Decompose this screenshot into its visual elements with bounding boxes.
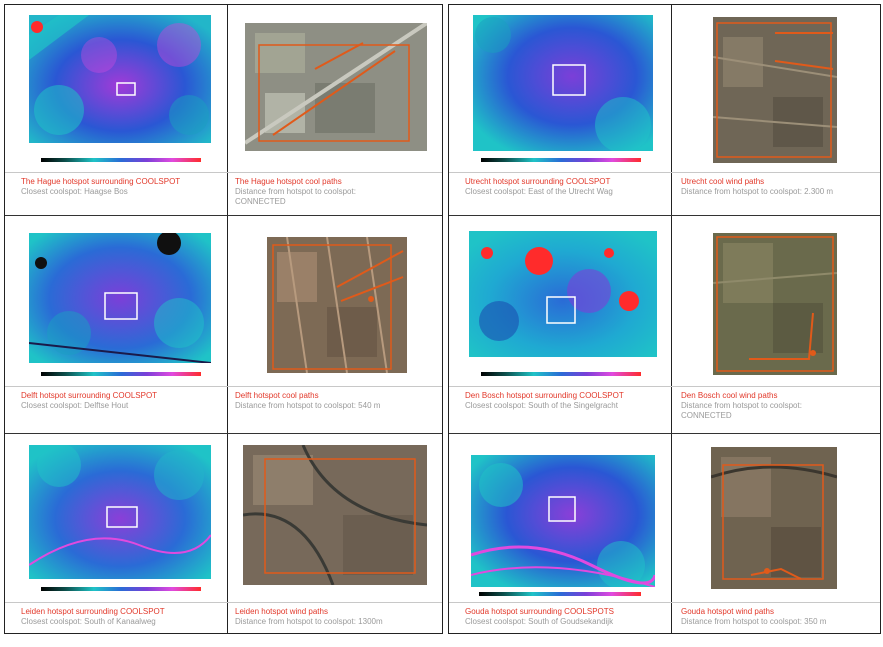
thermal-color-scale <box>41 372 201 376</box>
caption-title: Gouda hotspot wind paths <box>681 607 774 616</box>
row-separator <box>449 215 880 216</box>
caption-title: Leiden hotspot wind paths <box>235 607 328 616</box>
caption-gouda-hotspot: Gouda hotspot surrounding COOLSPOTS Clos… <box>465 607 614 627</box>
caption-subtitle: Closest coolspot: South of the Singelgra… <box>465 401 618 410</box>
caption-title: Delft hotspot cool paths <box>235 391 319 400</box>
caption-utrecht-hotspot: Utrecht hotspot surrounding COOLSPOT Clo… <box>465 177 613 197</box>
caption-delft-paths: Delft hotspot cool paths Distance from h… <box>235 391 380 411</box>
row-separator <box>449 433 880 434</box>
caption-subtitle: Distance from hotspot to coolspot: 540 m <box>235 401 381 410</box>
aerial-map-utrecht <box>713 17 837 163</box>
caption-title: Den Bosch cool wind paths <box>681 391 778 400</box>
caption-title: Den Bosch hotspot surrounding COOLSPOT <box>465 391 624 400</box>
column-divider <box>671 5 672 633</box>
column-divider <box>227 5 228 633</box>
caption-subtitle: CONNECTED <box>235 197 286 206</box>
row-separator <box>449 386 880 387</box>
caption-leiden-hotspot: Leiden hotspot surrounding COOLSPOT Clos… <box>21 607 165 627</box>
row-separator <box>449 602 880 603</box>
thermal-color-scale <box>479 592 641 596</box>
caption-subtitle: CONNECTED <box>681 411 732 420</box>
caption-utrecht-paths: Utrecht cool wind paths Distance from ho… <box>681 177 833 197</box>
caption-subtitle: Distance from hotspot to coolspot: 350 m <box>681 617 827 626</box>
aerial-map-gouda <box>711 447 837 589</box>
row-separator <box>5 386 442 387</box>
aerial-map-leiden <box>243 445 427 585</box>
caption-title: The Hague hotspot cool paths <box>235 177 342 186</box>
caption-delft-hotspot: Delft hotspot surrounding COOLSPOT Close… <box>21 391 157 411</box>
thermal-map-leiden <box>29 445 211 579</box>
row-separator <box>5 172 442 173</box>
caption-subtitle: Closest coolspot: Delftse Hout <box>21 401 129 410</box>
caption-den-bosch-hotspot: Den Bosch hotspot surrounding COOLSPOT C… <box>465 391 624 411</box>
right-panel: Utrecht hotspot surrounding COOLSPOT Clo… <box>448 4 881 634</box>
thermal-map-delft <box>29 233 211 363</box>
caption-title: Utrecht hotspot surrounding COOLSPOT <box>465 177 611 186</box>
caption-title: Delft hotspot surrounding COOLSPOT <box>21 391 158 400</box>
thermal-map-utrecht <box>473 15 653 151</box>
caption-gouda-paths: Gouda hotspot wind paths Distance from h… <box>681 607 826 627</box>
aerial-map-the-hague <box>245 23 427 151</box>
caption-subtitle: Closest coolspot: South of Kanaalweg <box>21 617 156 626</box>
caption-subtitle: Closest coolspot: South of Goudsekandijk <box>465 617 614 626</box>
thermal-color-scale <box>41 587 201 591</box>
thermal-map-gouda <box>471 455 655 587</box>
aerial-map-den-bosch <box>713 233 837 375</box>
caption-subtitle: Distance from hotspot to coolspot: 1300m <box>235 617 383 626</box>
caption-subtitle: Distance from hotspot to coolspot: <box>235 187 356 196</box>
caption-title: Utrecht cool wind paths <box>681 177 765 186</box>
row-separator <box>5 433 442 434</box>
aerial-map-delft <box>267 237 407 373</box>
caption-title: Gouda hotspot surrounding COOLSPOTS <box>465 607 614 616</box>
row-separator <box>449 172 880 173</box>
thermal-color-scale <box>481 372 641 376</box>
caption-subtitle: Distance from hotspot to coolspot: 2.300… <box>681 187 834 196</box>
caption-title: The Hague hotspot surrounding COOLSPOT <box>21 177 181 186</box>
caption-den-bosch-paths: Den Bosch cool wind paths Distance from … <box>681 391 802 421</box>
caption-the-hague-hotspot: The Hague hotspot surrounding COOLSPOT C… <box>21 177 180 197</box>
row-separator <box>5 215 442 216</box>
thermal-color-scale <box>481 158 641 162</box>
thermal-map-the-hague <box>29 15 211 143</box>
thermal-color-scale <box>41 158 201 162</box>
caption-subtitle: Closest coolspot: Haagse Bos <box>21 187 128 196</box>
caption-leiden-paths: Leiden hotspot wind paths Distance from … <box>235 607 383 627</box>
caption-subtitle: Closest coolspot: East of the Utrecht Wa… <box>465 187 613 196</box>
caption-subtitle: Distance from hotspot to coolspot: <box>681 401 802 410</box>
caption-the-hague-paths: The Hague hotspot cool paths Distance fr… <box>235 177 356 207</box>
left-panel: The Hague hotspot surrounding COOLSPOT C… <box>4 4 443 634</box>
row-separator <box>5 602 442 603</box>
caption-title: Leiden hotspot surrounding COOLSPOT <box>21 607 165 616</box>
thermal-map-den-bosch <box>469 231 657 357</box>
